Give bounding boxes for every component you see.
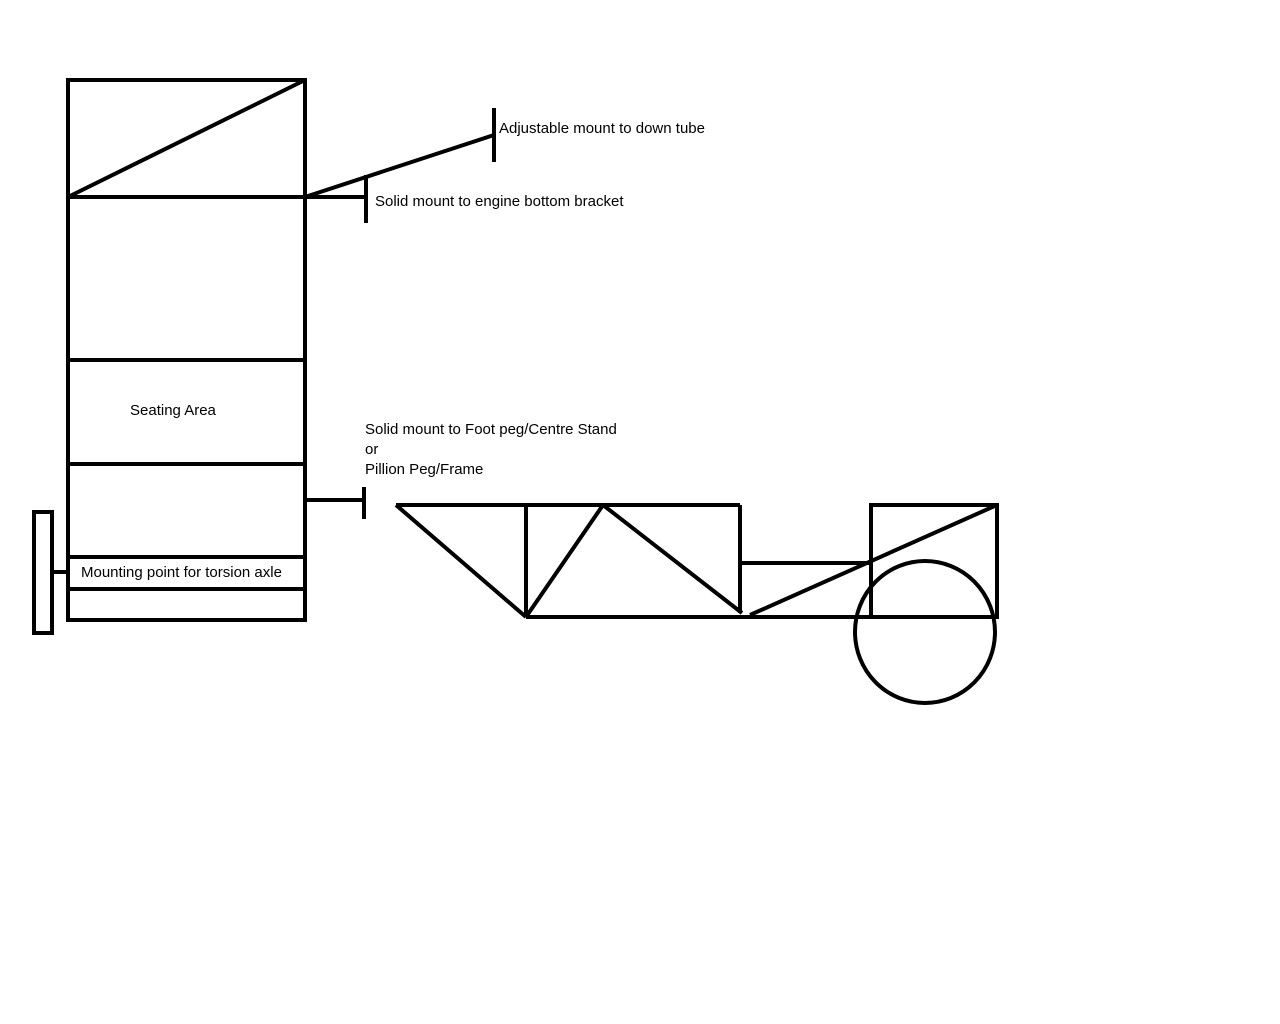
front-diagonal [394, 503, 528, 619]
wheel-top-view [32, 510, 54, 635]
wheel-side-view [853, 559, 997, 705]
footpeg-mount-label-2: or [365, 441, 379, 458]
sidecar-top-view [32, 78, 307, 635]
seating-area-label: Seating Area [130, 402, 216, 419]
torsion-axle-label: Mounting point for torsion axle [81, 564, 282, 581]
sidecar-side-view [394, 503, 999, 705]
diagonal-3 [601, 503, 744, 615]
footpeg-mount-label-1: Solid mount to Foot peg/Centre Stand [365, 421, 617, 438]
rear-box [869, 503, 999, 619]
adjustable-mount-label: Adjustable mount to down tube [499, 120, 705, 137]
mount-connectors [304, 108, 496, 519]
engine-mount-label: Solid mount to engine bottom bracket [375, 193, 624, 210]
front-brace [67, 78, 306, 199]
sidecar-outer-frame [66, 78, 307, 622]
adjustable-mount-arm [304, 133, 495, 199]
footpeg-mount-label-3: Pillion Peg/Frame [365, 461, 484, 478]
rear-diagonal [749, 503, 998, 617]
diagonal-2 [524, 503, 605, 619]
